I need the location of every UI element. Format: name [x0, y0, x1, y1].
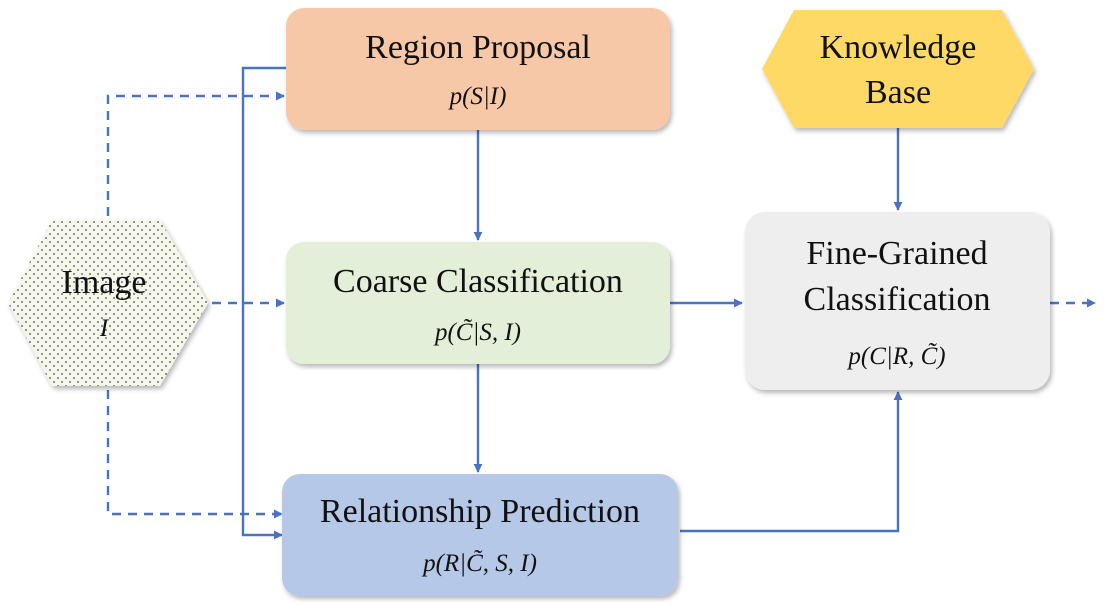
knowledge-base-label-line2: Base	[865, 74, 931, 111]
image-formula: I	[99, 315, 110, 342]
relationship-prediction-box	[282, 474, 678, 596]
arrow-image-to-relationship-prediction	[106, 390, 283, 519]
coarse-classification-title: Coarse Classification	[333, 263, 623, 300]
fine-grained-title-line2: Classification	[804, 281, 991, 318]
region-proposal-box	[286, 8, 670, 130]
knowledge-base-label-line1: Knowledge	[820, 29, 977, 66]
relationship-prediction-title: Relationship Prediction	[320, 493, 640, 530]
arrow-image-to-region-proposal	[106, 91, 285, 232]
fine-grained-formula: p(C|R, C̃)	[846, 343, 945, 370]
node-region-proposal: Region Proposal p(S|I)	[286, 8, 670, 130]
arrow-relationship-to-fine-grained	[680, 391, 903, 533]
arrow-region-proposal-to-relationship-prediction	[241, 66, 288, 540]
node-coarse-classification: Coarse Classification p(C̃|S, I)	[286, 242, 670, 364]
coarse-classification-formula: p(C̃|S, I)	[433, 319, 521, 346]
connectors	[106, 66, 1096, 540]
image-hexagon-shape	[8, 220, 208, 386]
knowledge-base-hexagon-shape	[762, 10, 1034, 128]
node-image: Image I	[8, 220, 208, 386]
node-fine-grained-classification: Fine-Grained Classification p(C|R, C̃)	[745, 212, 1050, 390]
region-proposal-title: Region Proposal	[365, 29, 591, 66]
node-knowledge-base: Knowledge Base	[762, 10, 1034, 128]
relationship-prediction-formula: p(R|C̃, S, I)	[421, 550, 537, 577]
image-label: Image	[62, 264, 147, 301]
node-relationship-prediction: Relationship Prediction p(R|C̃, S, I)	[282, 474, 678, 596]
region-proposal-formula: p(S|I)	[448, 83, 507, 110]
fine-grained-title-line1: Fine-Grained	[806, 235, 987, 272]
coarse-classification-box	[286, 242, 670, 364]
fine-grained-classification-box	[745, 212, 1050, 390]
